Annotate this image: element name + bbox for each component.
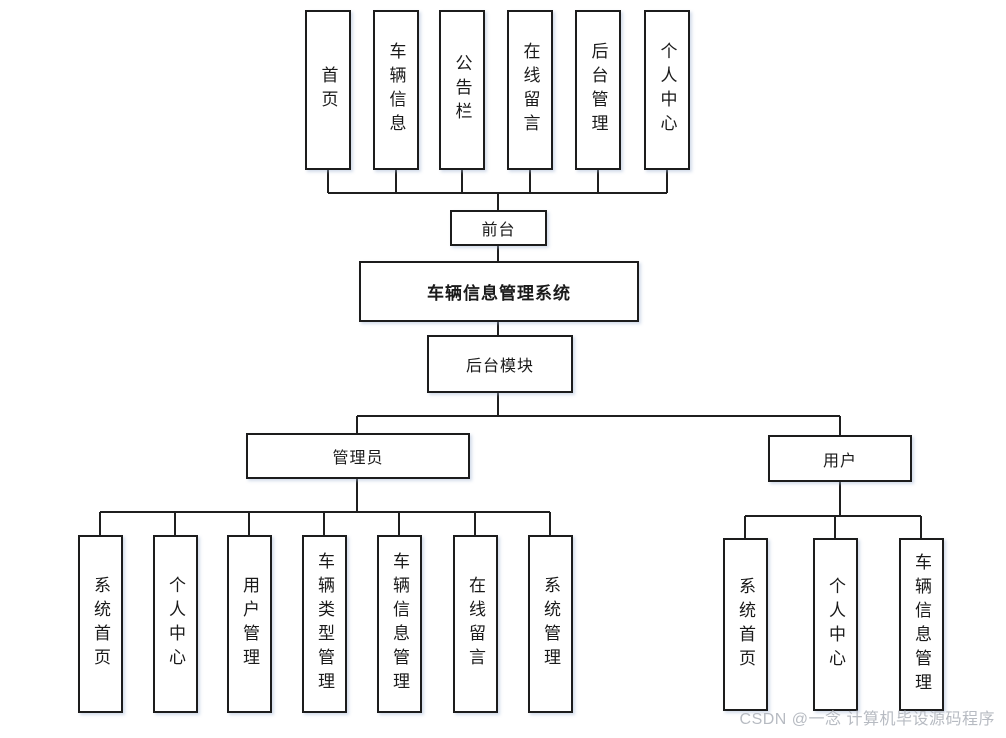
node-system-title: 车辆信息管理系统 (359, 261, 639, 322)
csdn-watermark: CSDN @一念 计算机毕设源码程序 (739, 711, 995, 728)
node-front-home-label: 首页 (318, 66, 338, 114)
node-front-online-message-label: 在线留言 (520, 42, 540, 138)
node-user-personal-center: 个人中心 (813, 538, 858, 711)
node-front-backend-admin: 后台管理 (575, 10, 621, 170)
node-user-personal-center-label: 个人中心 (826, 576, 845, 673)
node-admin-user-management: 用户管理 (227, 535, 272, 713)
node-admin: 管理员 (246, 433, 470, 479)
node-front-home: 首页 (305, 10, 351, 170)
node-front-online-message: 在线留言 (507, 10, 553, 170)
node-frontend-label: 前台 (481, 222, 516, 239)
node-user-system-home-label: 系统首页 (736, 576, 755, 673)
node-front-vehicle-info-label: 车辆信息 (386, 42, 406, 138)
node-admin-system-management: 系统管理 (528, 535, 573, 713)
node-admin-user-management-label: 用户管理 (240, 576, 259, 672)
node-front-personal-center: 个人中心 (644, 10, 690, 170)
node-admin-system-management-label: 系统管理 (541, 576, 560, 672)
node-user-system-home: 系统首页 (723, 538, 768, 711)
node-admin-personal-center-label: 个人中心 (166, 576, 185, 672)
node-system-title-label: 车辆信息管理系统 (427, 284, 571, 303)
node-admin-label: 管理员 (332, 450, 384, 467)
node-front-personal-center-label: 个人中心 (657, 42, 677, 138)
node-user-vehicle-info-management: 车辆信息管理 (899, 538, 944, 711)
node-admin-system-home-label: 系统首页 (91, 576, 110, 672)
node-admin-vehicle-info-management: 车辆信息管理 (377, 535, 422, 713)
node-front-bulletin-board-label: 公告栏 (452, 54, 472, 126)
node-front-backend-admin-label: 后台管理 (588, 42, 608, 138)
node-admin-online-message: 在线留言 (453, 535, 498, 713)
node-backend-module: 后台模块 (427, 335, 573, 393)
node-admin-system-home: 系统首页 (78, 535, 123, 713)
node-front-bulletin-board: 公告栏 (439, 10, 485, 170)
node-frontend: 前台 (450, 210, 547, 246)
node-admin-personal-center: 个人中心 (153, 535, 198, 713)
node-admin-online-message-label: 在线留言 (466, 576, 485, 672)
node-admin-vehicle-type-management: 车辆类型管理 (302, 535, 347, 713)
node-user-vehicle-info-management-label: 车辆信息管理 (912, 552, 931, 697)
node-admin-vehicle-info-management-label: 车辆信息管理 (390, 552, 409, 696)
node-front-vehicle-info: 车辆信息 (373, 10, 419, 170)
node-admin-vehicle-type-management-label: 车辆类型管理 (315, 552, 334, 696)
node-user: 用户 (768, 435, 912, 482)
node-backend-module-label: 后台模块 (465, 358, 534, 375)
node-user-label: 用户 (822, 452, 857, 470)
